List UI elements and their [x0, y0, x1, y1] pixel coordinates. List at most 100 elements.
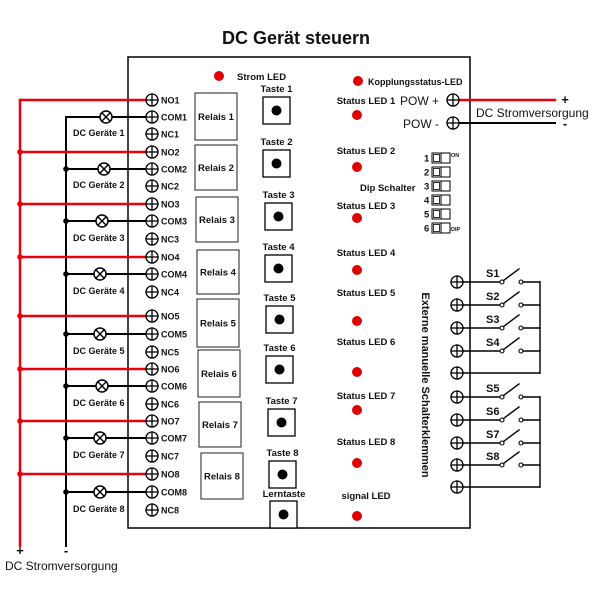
button-cap — [274, 314, 285, 325]
dip-switch-icon — [431, 152, 451, 234]
dip-position-number: 4 — [424, 196, 430, 207]
button-cap — [278, 509, 289, 520]
switch-lever — [502, 429, 520, 443]
button-label: Taste 4 — [262, 242, 295, 253]
lamp-icon — [99, 110, 113, 124]
terminal-label-com: COM7 — [161, 433, 187, 443]
dip-mark: DIP — [451, 227, 461, 233]
switch-lever — [502, 291, 520, 305]
dip-slot — [440, 194, 451, 206]
terminal-screw-icon — [145, 267, 159, 281]
button-label: Taste 8 — [266, 448, 298, 459]
dip-on-mark: ON — [451, 153, 459, 159]
terminal-label-nc: NC2 — [161, 181, 179, 191]
terminal-screw-icon — [145, 414, 159, 428]
switch-icon — [462, 451, 541, 468]
push-button-icon — [264, 254, 293, 283]
load-label: DC Geräte 2 — [73, 180, 125, 190]
load-label: DC Geräte 8 — [73, 504, 125, 514]
junction-dot — [63, 271, 69, 277]
terminal-screw-icon — [450, 321, 464, 335]
terminal-screw-icon — [450, 298, 464, 312]
button-cap — [273, 263, 284, 274]
switch-label: S6 — [486, 406, 499, 418]
switch-lever — [502, 383, 520, 397]
dip-lever — [433, 196, 440, 204]
terminal-screw-icon — [145, 449, 159, 463]
terminal-screw-icon — [145, 93, 159, 107]
load-supply-plus-label: + — [16, 543, 24, 558]
signal-led-label: signal LED — [341, 491, 390, 502]
terminal-screw-icon — [446, 93, 460, 107]
signal-led-icon — [352, 511, 362, 521]
button-housing — [262, 149, 291, 178]
dip-lever — [433, 182, 440, 190]
switch-label: S3 — [486, 314, 499, 326]
load-label: DC Geräte 3 — [73, 233, 125, 243]
relay-box — [194, 92, 238, 141]
push-button-icon — [265, 355, 294, 384]
status-led-icon — [352, 316, 362, 326]
lamp-cross-b — [94, 328, 106, 340]
status-led-label: Status LED 5 — [337, 288, 396, 299]
relay-box — [197, 349, 241, 398]
switch-icon — [462, 429, 541, 446]
relay-label: Relais 2 — [198, 163, 234, 174]
dip-lever — [433, 168, 440, 176]
terminal-screw-icon — [145, 127, 159, 141]
terminal-screw-icon — [145, 309, 159, 323]
relay-label: Relais 1 — [198, 112, 235, 123]
switch-label: S1 — [486, 268, 499, 280]
status-led-label: Status LED 2 — [337, 146, 396, 157]
load-label: DC Geräte 5 — [73, 346, 125, 356]
status-led-label: Status LED 6 — [337, 337, 396, 348]
terminal-screw-icon — [145, 485, 159, 499]
dip-switch-label: Dip Schalter — [360, 183, 416, 194]
terminal-label-com: COM8 — [161, 487, 187, 497]
terminal-screw-icon — [450, 366, 464, 380]
junction-dot — [17, 471, 23, 477]
terminal-label-nc: NC3 — [161, 234, 179, 244]
terminal-label-nc: NC8 — [161, 505, 179, 515]
power-led-icon — [214, 71, 224, 81]
push-button-icon — [262, 96, 291, 125]
junction-dot — [17, 313, 23, 319]
junction-dot — [17, 418, 23, 424]
terminal-label-com: COM5 — [161, 329, 187, 339]
terminal-label-com: COM6 — [161, 381, 187, 391]
switch-lever — [502, 337, 520, 351]
push-button-icon — [268, 460, 297, 489]
load-supply-label: DC Stromversorgung — [5, 559, 118, 573]
button-cap — [271, 105, 282, 116]
junction-dot — [63, 435, 69, 441]
switch-label: S8 — [486, 451, 499, 463]
switch-lever — [502, 314, 520, 328]
terminal-screw-icon — [145, 397, 159, 411]
relay-box — [200, 452, 244, 500]
terminal-screw-icon — [145, 379, 159, 393]
push-button-icon — [267, 408, 296, 437]
learn-button-icon — [269, 500, 298, 529]
relay-label: Relais 4 — [200, 268, 237, 279]
terminal-screw-icon — [450, 344, 464, 358]
switch-lever — [502, 451, 520, 465]
switch-lever — [502, 406, 520, 420]
dip-lever — [433, 224, 440, 232]
power-supply-label: DC Stromversorgung — [476, 106, 589, 120]
switch-label: S4 — [486, 337, 500, 349]
terminal-screw-icon — [145, 179, 159, 193]
power-plus-sign: + — [561, 92, 569, 107]
lamp-cross-b — [94, 432, 106, 444]
button-label: Taste 3 — [262, 190, 294, 201]
status-led-icon — [352, 367, 362, 377]
terminal-label-nc: NC4 — [161, 287, 179, 297]
button-label: Taste 1 — [260, 84, 293, 95]
lamp-icon — [95, 379, 109, 393]
lamp-icon — [93, 267, 107, 281]
lamp-cross-b — [100, 111, 112, 123]
switch-label: S7 — [486, 429, 499, 441]
status-led-label: Status LED 1 — [337, 96, 396, 107]
terminal-label-no: NO4 — [161, 252, 180, 262]
switch-icon — [462, 406, 541, 423]
